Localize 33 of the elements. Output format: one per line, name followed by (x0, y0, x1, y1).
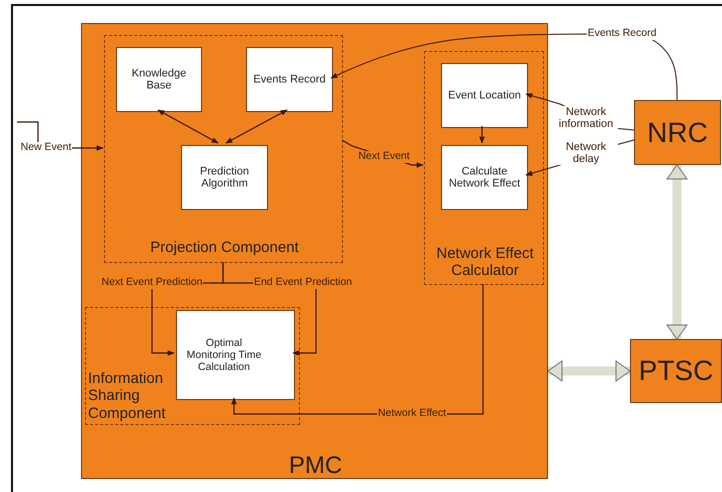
system-box (630, 339, 722, 403)
node-label: PTSC (638, 354, 714, 388)
process-box (116, 47, 202, 112)
process-box (441, 63, 528, 128)
node-label: Optimal Monitoring Time Calculation (186, 336, 262, 374)
component-group (85, 307, 300, 425)
arrow (157, 109, 219, 144)
process-box (176, 310, 295, 400)
edge-label: Next Event (357, 151, 411, 163)
arrow (479, 126, 485, 144)
node-label: Calculate Network Effect (448, 164, 522, 190)
block-arrow (666, 164, 688, 340)
node-label: Event Location (447, 89, 522, 102)
block-arrow (548, 360, 630, 382)
node-label: NRC (646, 116, 709, 149)
process-box (246, 47, 333, 112)
group-label: Projection Component (149, 239, 300, 256)
process-box (441, 145, 528, 210)
group-label: PMC (288, 452, 344, 480)
system-box (81, 23, 548, 479)
edge-label: Events Record (586, 28, 658, 40)
node-label: Events Record (252, 73, 327, 86)
component-group (104, 35, 343, 263)
edge-label: Next Event Prediction (100, 277, 204, 289)
group-label: Information Sharing Component (88, 370, 167, 422)
node-label: Prediction Algorithm (199, 164, 250, 190)
process-box (181, 145, 268, 210)
group-label: Network Effect Calculator (435, 245, 535, 280)
node-label: Knowledge Base (130, 66, 188, 92)
arrow (225, 109, 288, 144)
system-box (634, 100, 721, 165)
edge-label: End Event Prediction (252, 277, 354, 289)
component-group (424, 51, 544, 285)
